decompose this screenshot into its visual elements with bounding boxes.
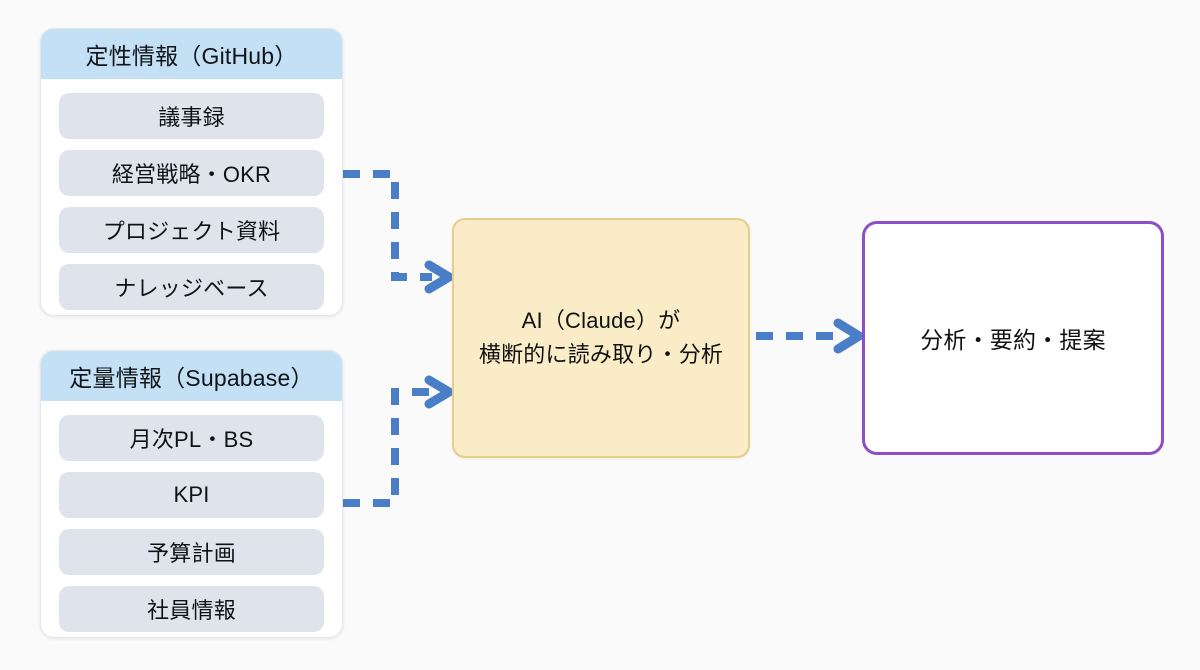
connector-qualitative-to-ai — [343, 170, 454, 294]
connector-ai-to-output — [756, 318, 864, 354]
output-node-label: 分析・要約・提案 — [920, 327, 1106, 353]
process-node-ai[interactable]: AI（Claude）が 横断的に読み取り・分析 — [452, 218, 750, 458]
connector-quantitative-to-ai — [343, 375, 454, 507]
source-card-quantitative: 定量情報（Supabase） 月次PL・BS KPI 予算計画 社員情報 — [40, 350, 343, 638]
source-card-body-quantitative: 月次PL・BS KPI 予算計画 社員情報 — [41, 401, 342, 637]
list-item[interactable]: 議事録 — [59, 93, 324, 139]
process-node-line-2: 横断的に読み取り・分析 — [478, 342, 724, 367]
list-item[interactable]: 経営戦略・OKR — [59, 150, 324, 196]
list-item[interactable]: 予算計画 — [59, 529, 324, 575]
process-node-text: AI（Claude）が 横断的に読み取り・分析 — [479, 304, 723, 372]
list-item[interactable]: KPI — [59, 472, 324, 518]
output-node-result[interactable]: 分析・要約・提案 — [862, 221, 1164, 455]
list-item[interactable]: 月次PL・BS — [59, 415, 324, 461]
source-card-header-qualitative: 定性情報（GitHub） — [41, 29, 342, 79]
source-card-qualitative: 定性情報（GitHub） 議事録 経営戦略・OKR プロジェクト資料 ナレッジベ… — [40, 28, 343, 316]
source-card-body-qualitative: 議事録 経営戦略・OKR プロジェクト資料 ナレッジベース — [41, 79, 342, 315]
process-node-line-1: AI（Claude）が — [521, 307, 681, 333]
list-item[interactable]: ナレッジベース — [59, 264, 324, 310]
list-item[interactable]: 社員情報 — [59, 586, 324, 632]
source-card-header-quantitative: 定量情報（Supabase） — [41, 351, 342, 401]
list-item[interactable]: プロジェクト資料 — [59, 207, 324, 253]
